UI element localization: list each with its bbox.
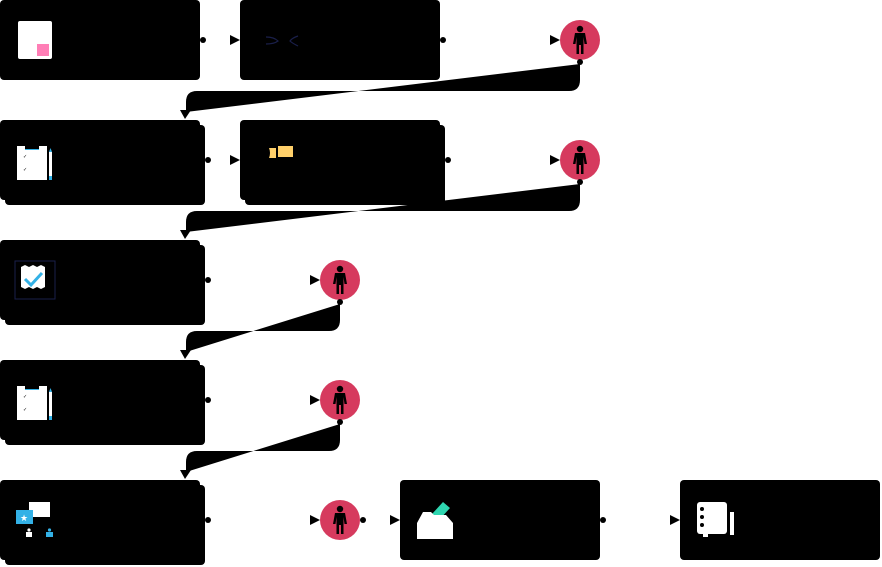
connector-arrow [180,470,191,479]
return-connector [186,424,340,472]
connector-arrow [310,395,320,405]
person-icon[interactable] [560,20,600,60]
node-review[interactable] [0,240,200,320]
node-requirements[interactable] [0,120,200,200]
node-notebook[interactable] [680,480,880,560]
connector-arrow [230,35,240,45]
person-icon[interactable] [320,500,360,540]
connector-arrow [230,155,240,165]
node-discussion[interactable] [0,480,200,560]
connector-arrow [550,155,560,165]
node-code[interactable] [240,0,440,80]
connector-arrow [180,350,191,359]
person-icon[interactable] [560,140,600,180]
connector-arrow [180,230,191,239]
chat-users-icon: ★ [16,502,53,537]
person-icon[interactable] [320,380,360,420]
person-icon[interactable] [320,260,360,300]
connector-dot [440,37,446,43]
clipboard-pencil-icon [17,384,52,420]
connector-arrow [310,515,320,525]
clipboard-pencil-icon [17,144,52,180]
node-document[interactable] [0,0,200,80]
ticket-icon [269,146,293,158]
document-icon [18,21,52,59]
connector-dot [360,517,366,523]
connector-dot [205,157,211,163]
connector-arrow [390,515,400,525]
connector-dot [205,277,211,283]
node-vote[interactable] [400,480,600,560]
connector-dot [600,517,606,523]
node-requirements-2[interactable] [0,360,200,440]
connector-arrow [670,515,680,525]
return-connector [186,184,580,232]
connector-arrow [310,275,320,285]
connector-dot [445,157,451,163]
connector-dot [205,517,211,523]
connector-dot [205,397,211,403]
connector-dot [200,37,206,43]
return-connector [186,64,580,112]
node-ticket[interactable] [240,120,440,200]
notebook-icon [697,502,734,537]
connector-arrow [180,110,191,119]
svg-text:★: ★ [20,513,28,523]
code-icon [265,35,299,47]
return-connector [186,304,340,352]
connector-arrow [550,35,560,45]
ballot-box-icon [417,502,453,539]
checklist-badge-icon [14,260,56,300]
